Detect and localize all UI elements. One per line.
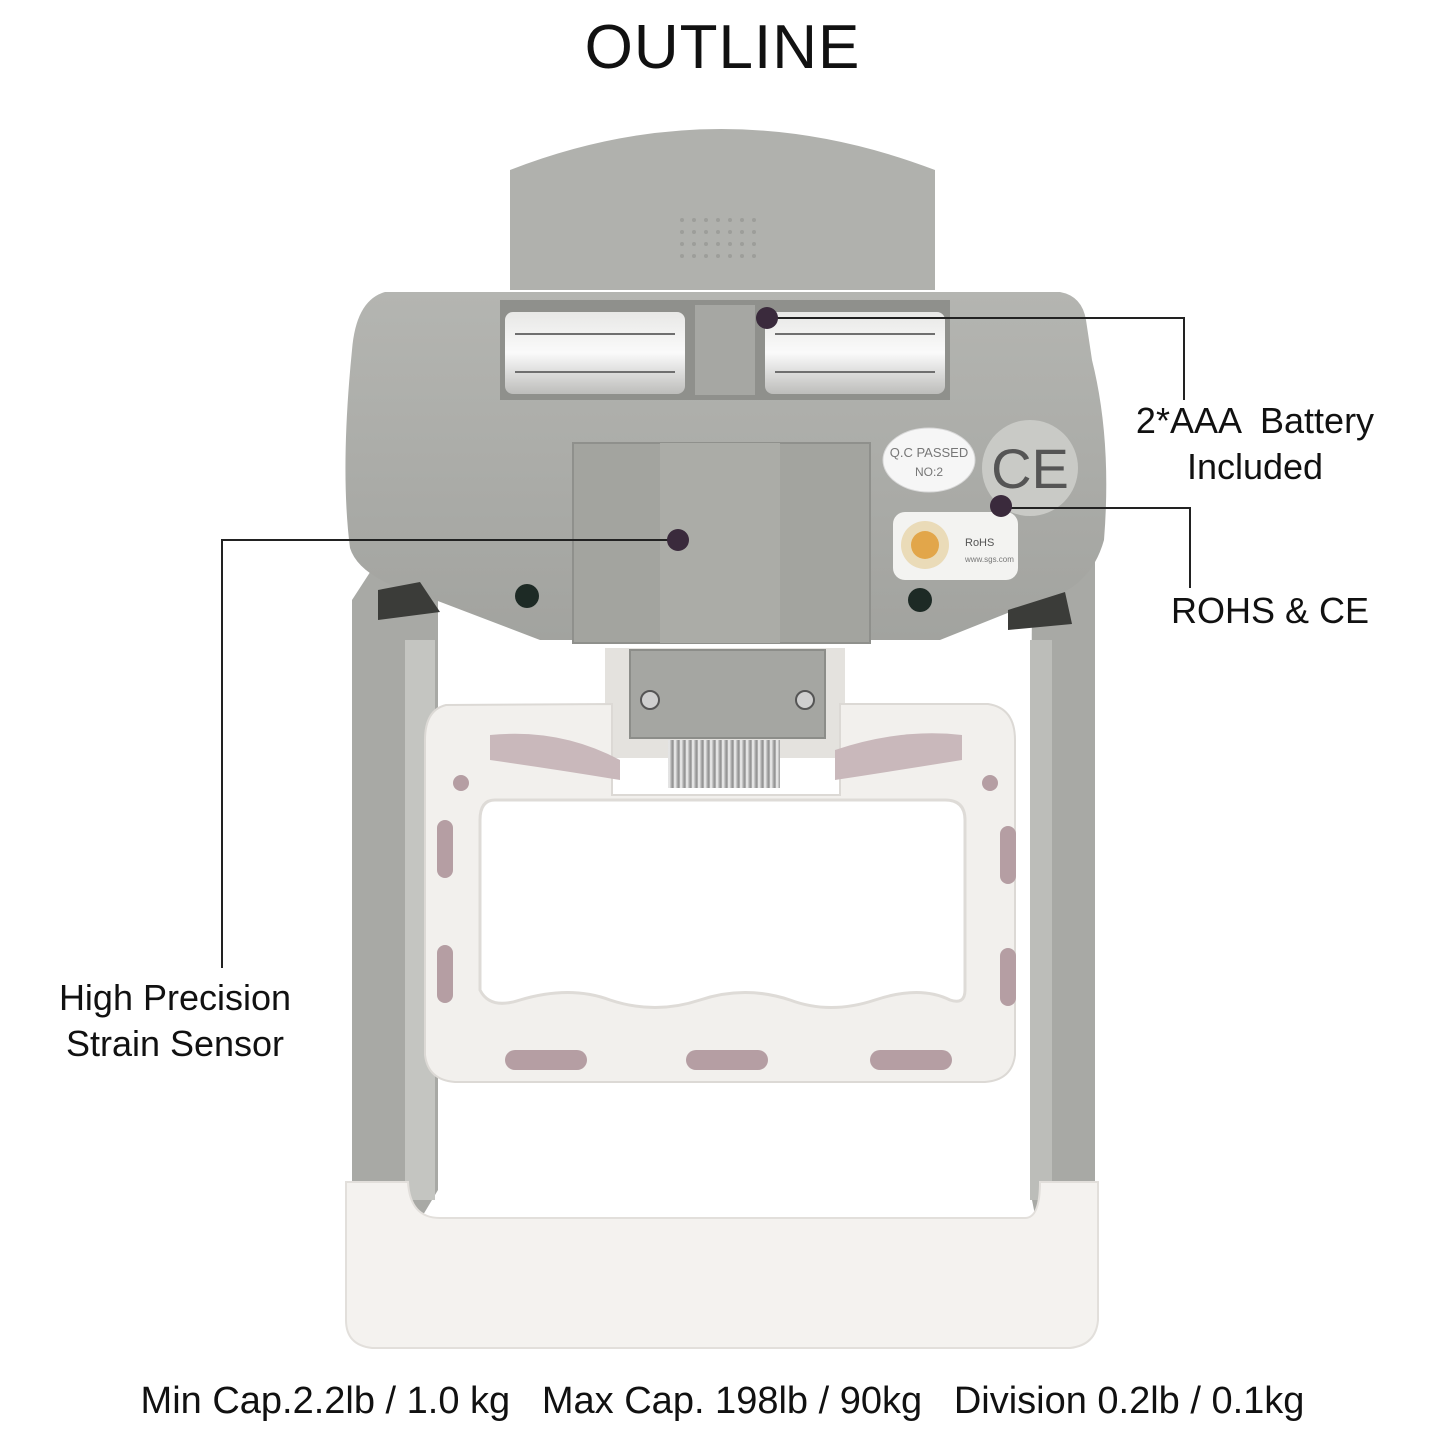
max-capacity: Max Cap. 198lb / 90kg: [541, 1380, 923, 1422]
rohs-callout: ROHS & CE: [1140, 588, 1400, 634]
battery-callout: 2*AAA Battery Included: [1100, 398, 1410, 490]
sensor-mount-plate: [629, 649, 826, 739]
rohs-sticker-text: RoHS: [965, 537, 994, 549]
rohs-callout-text: ROHS & CE: [1170, 590, 1370, 631]
page-title: OUTLINE: [584, 13, 861, 82]
grip-cutout: [478, 798, 967, 1009]
bottom-bar: [345, 1181, 1099, 1349]
rohs-sticker-site: www.sgs.com: [964, 555, 1014, 564]
qc-passed-sticker: [882, 427, 976, 493]
battery-marker-dot: [756, 307, 778, 329]
capacity-specs: Min Cap.2.2lb / 1.0 kg Max Cap. 198lb / …: [0, 1380, 1445, 1423]
battery-callout-line1: 2*AAA Battery: [1135, 400, 1375, 441]
ce-mark: [982, 420, 1078, 516]
sensor-callout: High Precision Strain Sensor: [30, 975, 320, 1067]
sensor-callout-line2: Strain Sensor: [65, 1023, 285, 1064]
battery-cover: [510, 129, 935, 290]
battery-callout-line2: Included: [1186, 446, 1324, 487]
division-spec: Division 0.2lb / 0.1kg: [953, 1380, 1305, 1422]
head-screws: [515, 584, 932, 612]
callout-leaders: [221, 317, 1191, 968]
adjustment-knob: [668, 740, 780, 788]
sensor-marker-dot: [667, 529, 689, 551]
sensor-callout-line1: High Precision: [58, 977, 292, 1018]
qc-line1: Q.C PASSED: [890, 445, 969, 460]
min-capacity: Min Cap.2.2lb / 1.0 kg: [140, 1380, 511, 1422]
ce-mark-text: CE: [991, 437, 1069, 500]
rohs-marker-dot: [990, 495, 1012, 517]
qc-line2: NO:2: [915, 465, 943, 479]
